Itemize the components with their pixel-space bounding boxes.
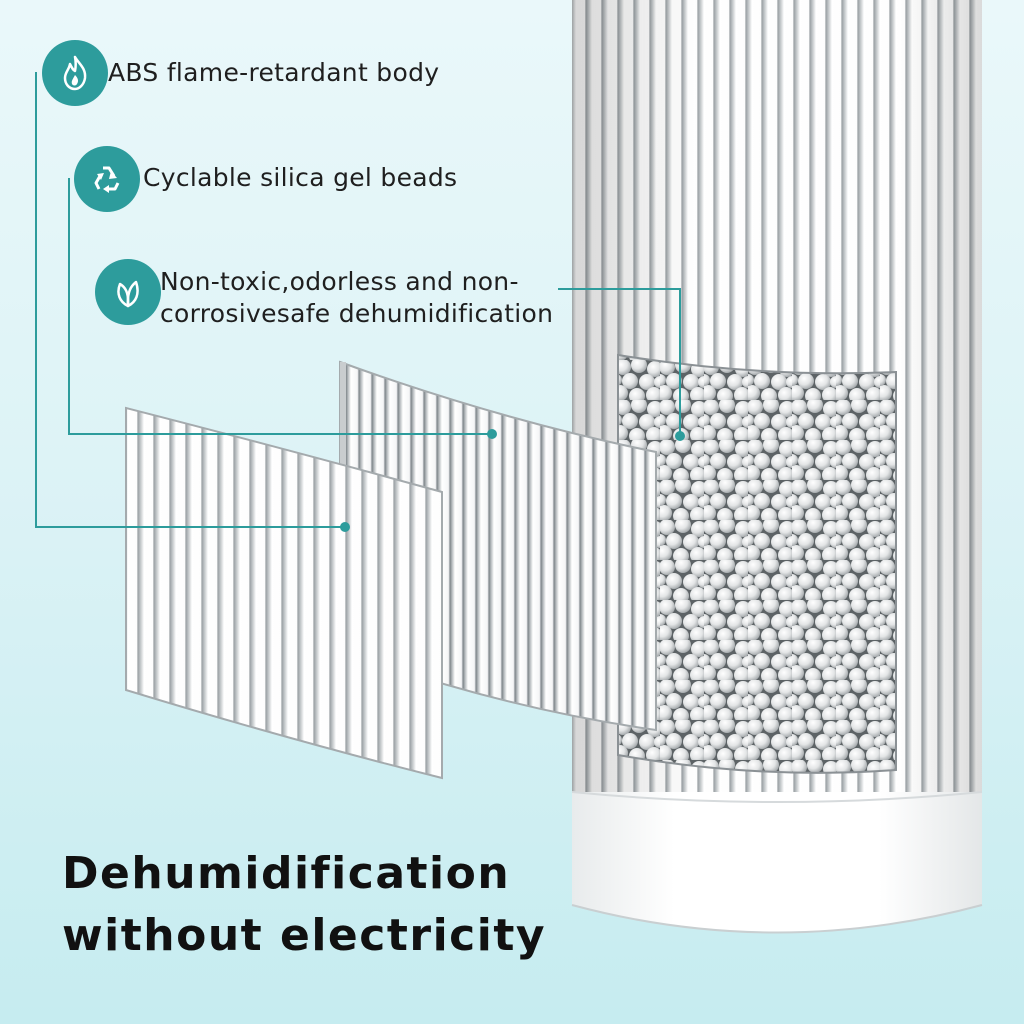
feature-label: Cyclable silica gel beads	[143, 163, 458, 192]
headline-line-1: Dehumidification	[62, 848, 511, 899]
feature-label: ABS flame-retardant body	[108, 58, 440, 87]
callout-dots	[340, 429, 685, 532]
recycle-icon	[74, 146, 140, 212]
callout-lines	[35, 72, 681, 528]
headline-line-2: without electricity	[62, 910, 547, 961]
leaf-icon	[95, 259, 161, 325]
feature-label-line-1: Non-toxic,odorless and non-	[160, 267, 519, 296]
flame-icon	[42, 40, 108, 106]
silica-gel-beads	[617, 353, 897, 774]
cylinder-base	[571, 791, 983, 934]
feature-label-line-2: corrosivesafe dehumidification	[160, 299, 554, 328]
outer-shell-layer	[125, 406, 443, 780]
